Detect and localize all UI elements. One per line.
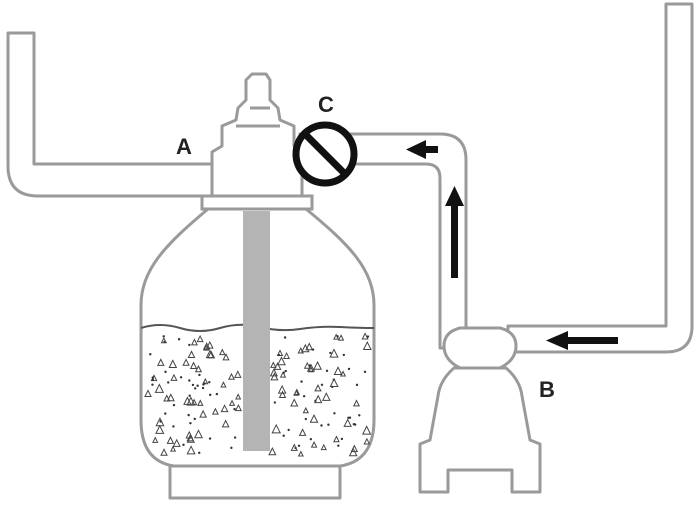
- pump-head: [442, 326, 518, 370]
- pump-housing: [418, 366, 542, 494]
- arrow-icon: [445, 186, 464, 278]
- tank-neck: [200, 194, 314, 211]
- label-b: B: [539, 377, 555, 402]
- flow-arrows: [406, 140, 618, 350]
- label-a: A: [176, 134, 192, 159]
- sand-particles: [144, 332, 372, 457]
- filter-tank: [139, 194, 376, 500]
- suction-pipe-right: [506, 2, 694, 354]
- return-pipe-left: [6, 31, 216, 198]
- label-c: C: [318, 92, 334, 117]
- arrow-icon: [546, 331, 618, 350]
- pump: [418, 326, 542, 494]
- tank-base: [168, 464, 342, 500]
- arrow-icon: [406, 140, 438, 159]
- standpipe: [243, 211, 270, 451]
- multiport-valve: [210, 72, 304, 198]
- prohibition-circle-icon: [292, 121, 358, 187]
